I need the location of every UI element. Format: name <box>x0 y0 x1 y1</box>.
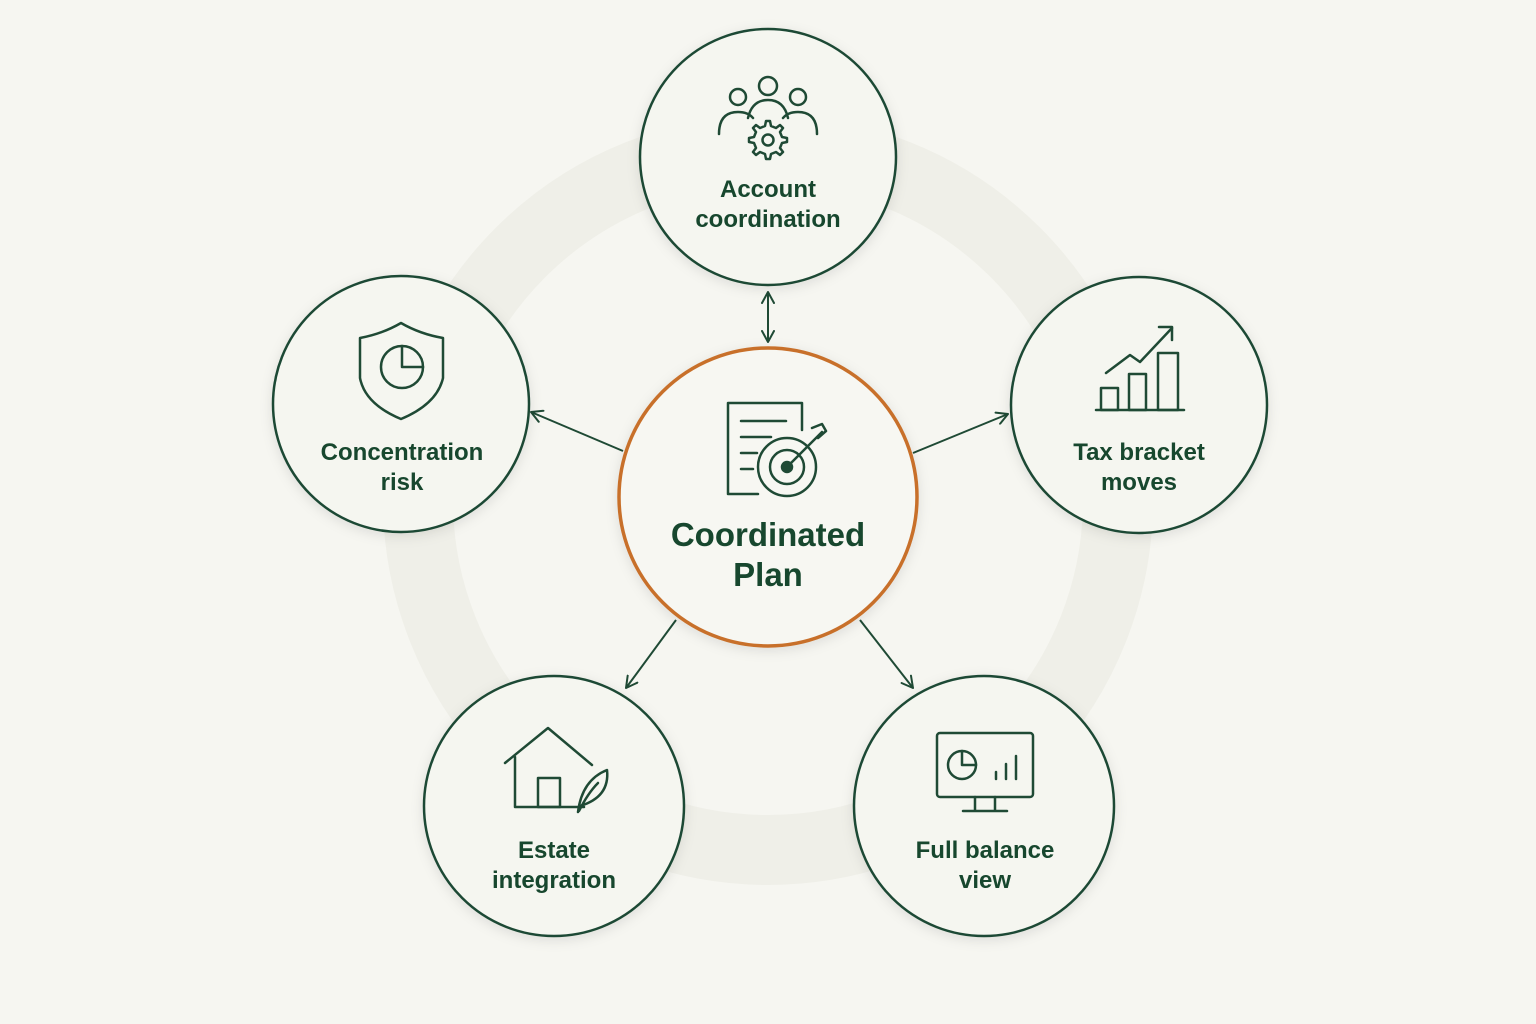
monitor-dashboard-icon <box>935 731 1035 813</box>
label-line: Tax bracket <box>1073 439 1205 466</box>
center-title: Coordinated Plan <box>671 515 865 595</box>
label-line: view <box>958 867 1012 894</box>
node-label-tax: Tax bracket moves <box>1073 438 1205 498</box>
connector-concentration <box>530 409 624 452</box>
connector-estate <box>625 619 677 689</box>
node-concentration[interactable] <box>271 274 531 534</box>
people-gear-icon <box>717 75 819 161</box>
label-line: Estate <box>517 837 591 864</box>
house-leaf-icon <box>503 726 609 814</box>
node-label-concentration: Concentration risk <box>321 438 484 498</box>
label-line: integration <box>492 867 616 894</box>
node-balance[interactable] <box>852 674 1116 938</box>
shield-pie-icon <box>358 321 445 421</box>
label-line: Account <box>719 176 816 203</box>
connector-tax <box>912 411 1009 454</box>
node-label-balance: Full balance view <box>916 836 1055 896</box>
label-line: coordination <box>695 206 841 233</box>
document-target-icon <box>726 401 828 498</box>
label-line: Concentration <box>320 439 484 466</box>
center-title-line: Plan <box>733 556 803 593</box>
node-label-estate: Estate integration <box>492 836 616 896</box>
label-line: moves <box>1100 469 1178 496</box>
label-line: Full balance <box>915 837 1055 864</box>
node-tax[interactable] <box>1009 275 1269 535</box>
node-center[interactable] <box>617 346 919 648</box>
label-line: risk <box>380 469 424 496</box>
node-label-account: Account coordination <box>695 175 840 235</box>
connector-balance <box>859 619 914 689</box>
growth-chart-icon <box>1094 325 1186 412</box>
node-account[interactable] <box>638 27 898 287</box>
center-title-line: Coordinated <box>670 516 866 553</box>
